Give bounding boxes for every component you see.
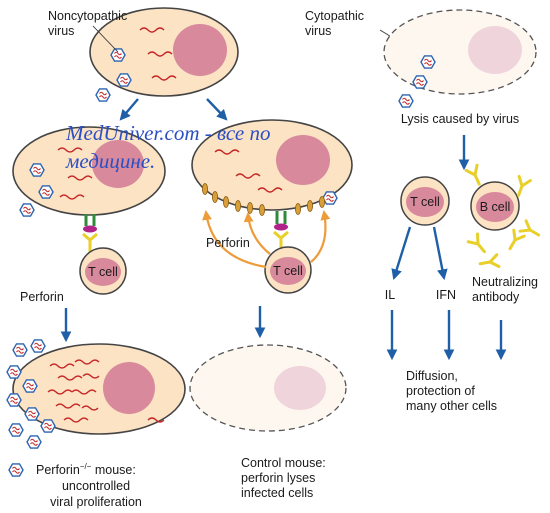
virus-icon: [8, 463, 24, 477]
diffusion-line3: many other cells: [406, 399, 497, 413]
diffusion-line1: Diffusion,: [406, 369, 458, 383]
mid-caption-line2: perforin lyses: [241, 471, 315, 485]
viral-rna: [147, 51, 173, 57]
nucleus: [103, 362, 155, 414]
t-cell-middle-label: T cell: [273, 264, 303, 278]
noncytopathic-label-2: virus: [48, 24, 74, 38]
nucleus: [173, 24, 227, 76]
nucleus-faded: [274, 366, 326, 410]
noncytopathic-label: Noncytopathic: [48, 9, 127, 23]
antibody-icon: [466, 232, 491, 258]
virus-icon: [19, 203, 35, 217]
cytopathic-label-2: virus: [305, 24, 331, 38]
perforin-arrow: [243, 212, 271, 255]
il-label: IL: [385, 288, 395, 302]
t-cell-left-label: T cell: [88, 265, 118, 279]
arrow-to-ifn: [432, 226, 448, 281]
diffusion-line2: protection of: [406, 384, 475, 398]
virus-icon: [110, 48, 126, 62]
t-cell-middle: T cell: [264, 246, 312, 294]
arrow-right-branch: [206, 98, 228, 121]
lysis-label: Lysis caused by virus: [401, 112, 519, 126]
antibody-icon: [503, 228, 526, 254]
cell-membrane: [12, 343, 186, 435]
viral-rna: [151, 75, 177, 81]
perforin-knockout-caption: Perforin−/− mouse:: [36, 462, 136, 477]
infected-cell-top-left: [89, 7, 239, 102]
t-cell-right: T cell: [400, 176, 450, 226]
viral-rna: [214, 149, 240, 155]
virus-icon: [322, 191, 338, 205]
infected-cell-mid-center: [191, 119, 353, 250]
virus-icon: [30, 339, 46, 353]
antibody-icon: [477, 253, 501, 272]
lysed-cell-cytopathic: [383, 9, 537, 108]
virus-icon: [22, 379, 38, 393]
perforin-left-label: Perforin: [20, 290, 64, 304]
virus-icon: [420, 55, 436, 69]
nucleus: [276, 135, 330, 185]
antigen-peptide: [274, 223, 288, 231]
viral-rna: [57, 147, 83, 153]
perforin-arrow: [202, 210, 267, 269]
t-cell-left: T cell: [79, 247, 127, 295]
virus-icon: [6, 393, 22, 407]
viral-rna: [235, 173, 261, 179]
neutralizing-label: Neutralizing: [472, 275, 538, 289]
virus-icon: [40, 419, 56, 433]
arrow-to-il: [391, 226, 412, 281]
t-cell-receptor: [82, 232, 98, 252]
virus-icon: [116, 73, 132, 87]
nucleus-faded: [468, 26, 522, 74]
virus-icon: [12, 343, 28, 357]
viral-rna: [139, 27, 165, 33]
perforin-arrow: [310, 210, 331, 263]
lysed-membrane: [189, 344, 347, 432]
t-cell-right-label: T cell: [410, 195, 440, 209]
mid-caption-line1: Control mouse:: [241, 456, 326, 470]
virus-icon: [8, 423, 24, 437]
b-cell-label: B cell: [480, 200, 511, 214]
virus-icon: [24, 407, 40, 421]
nucleus: [92, 140, 144, 188]
pointer-line: [92, 25, 119, 53]
viral-rna: [257, 187, 283, 193]
neutralizing-label-2: antibody: [472, 290, 520, 304]
mid-caption-line3: infected cells: [241, 486, 313, 500]
perforin-pores: [201, 183, 325, 216]
left-caption-line3: viral proliferation: [50, 495, 142, 509]
mhc-molecule: [275, 211, 287, 224]
ifn-label: IFN: [436, 288, 456, 302]
antibody-icon: [464, 163, 487, 189]
cytopathic-label: Cytopathic: [305, 9, 364, 23]
antigen-peptide: [83, 225, 97, 233]
virus-icon: [412, 75, 428, 89]
arrow-left-branch: [119, 98, 139, 121]
viral-rna: [67, 175, 93, 181]
left-caption-line2: uncontrolled: [62, 479, 130, 493]
lysed-cell-control: [189, 344, 347, 432]
perforin-middle-label: Perforin: [206, 236, 250, 250]
virus-icon: [26, 435, 42, 449]
infected-cell-mid-left: [12, 126, 166, 252]
b-cell: B cell: [470, 181, 520, 231]
virus-icon: [6, 365, 22, 379]
watermark-line2: медицине.: [65, 149, 155, 173]
watermark-line1: MedUniver.com - все по: [65, 121, 270, 145]
virus-icon: [38, 185, 54, 199]
viral-rna: [59, 194, 85, 200]
virus-icon: [29, 163, 45, 177]
infected-cell-bottom-left: [6, 339, 186, 477]
viral-rna-cluster: [47, 359, 165, 423]
mhc-molecule: [84, 214, 96, 226]
virus-icon: [398, 94, 414, 108]
virus-icon: [95, 88, 111, 102]
